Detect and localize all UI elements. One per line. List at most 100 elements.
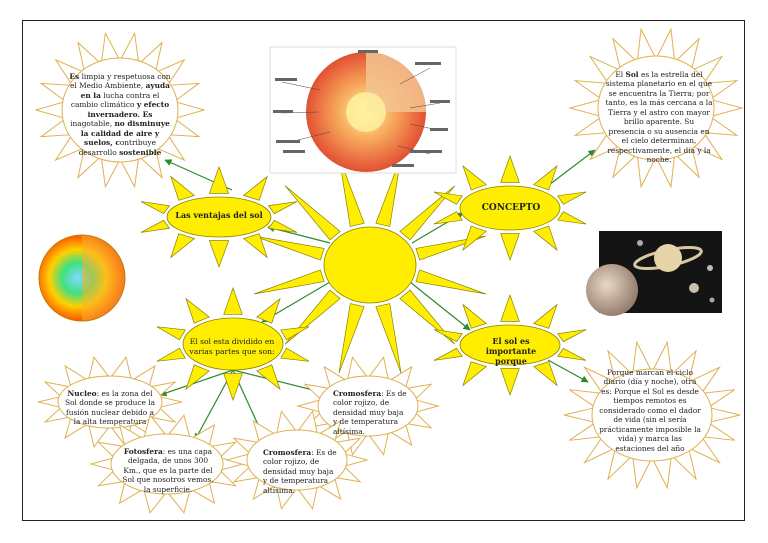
burst-oval — [597, 55, 715, 161]
ventajas-sun — [140, 165, 298, 269]
sun-ray — [557, 191, 587, 205]
burst-ray — [176, 101, 206, 119]
concept-suns — [140, 154, 587, 402]
ventajas-description: Es limpia y respetuosa con el Medio Ambi… — [68, 72, 172, 157]
sun-ray — [267, 201, 298, 215]
sun-ray — [208, 240, 230, 269]
sun-ray — [156, 326, 186, 341]
sun-ray — [338, 156, 365, 227]
ventajas-p4: lucha contra el cambio climático — [70, 90, 160, 110]
sun-ray — [415, 269, 487, 295]
nucleo-label: Nucleo — [67, 389, 97, 398]
sun-layers-image — [38, 234, 126, 322]
fotosfera-text: : es una capa delgada, de unos 300 Km., … — [122, 447, 214, 494]
burst-ray — [632, 340, 652, 372]
arrow-concepto-burst — [544, 149, 596, 189]
burst-oval — [246, 429, 348, 491]
sun-body — [459, 185, 561, 231]
concepto-burst — [568, 27, 744, 189]
burst-ray — [160, 396, 183, 408]
page-frame — [22, 20, 745, 521]
sun-ray — [462, 361, 487, 387]
cromosfera2-description: Cromosfera: Es de color rojizo, de densi… — [263, 448, 339, 495]
burst-ray — [710, 407, 741, 423]
sun-ray — [433, 211, 463, 225]
importante-burst — [563, 340, 741, 490]
burst-ray — [652, 458, 672, 490]
sun-ray — [185, 364, 210, 391]
ventajas-p3: ayuda en la — [80, 81, 170, 100]
sun-ray — [267, 219, 298, 233]
text-bursts — [34, 27, 744, 514]
arrow-to-nucleo — [159, 369, 234, 397]
sun-ray — [223, 373, 243, 402]
burst-ray — [88, 356, 110, 379]
sun-ray — [140, 219, 171, 233]
sun-ray — [284, 185, 341, 241]
burst-ray — [345, 453, 369, 467]
ventajas-p8: ontribuye desarrollo — [78, 138, 156, 157]
sun-cross-section-image — [269, 46, 457, 174]
burst-ray — [368, 432, 389, 456]
sun-ray — [375, 156, 402, 227]
sun-ray — [399, 185, 456, 241]
fotosfera-description: Fotosfera: es una capa delgada, de unos … — [121, 447, 215, 494]
sun-ray — [170, 175, 196, 201]
central-sun — [253, 156, 487, 374]
burst-ray — [296, 399, 320, 413]
sun-ray — [462, 164, 487, 191]
sun-ray — [185, 297, 210, 324]
ventajas-p7: no disminuye la calidad de aire y suelos… — [80, 119, 170, 148]
sun-ray — [533, 225, 558, 252]
burst-ray — [167, 490, 191, 514]
ventajas-p1: Es — [69, 72, 80, 81]
sun-ray — [375, 303, 402, 374]
sun-body — [166, 196, 272, 238]
fotosfera-burst — [89, 414, 245, 514]
burst-ray — [37, 396, 60, 408]
burst-ray — [712, 99, 744, 117]
burst-oval — [110, 433, 224, 495]
sun-ray — [500, 154, 520, 183]
burst-ray — [347, 356, 368, 380]
nucleo-description: Nucleo: es la zona del Sol donde se prod… — [65, 389, 155, 427]
burst-ray — [656, 27, 675, 60]
cromosfera2-label: Cromosfera — [263, 448, 312, 457]
importante-label: El sol es importante porque — [485, 336, 537, 367]
sun-ray — [500, 233, 520, 262]
sun-ray — [242, 175, 268, 201]
burst-ray — [120, 31, 139, 62]
sun-ray — [170, 233, 196, 259]
sun-ray — [433, 191, 463, 205]
sun-ray — [557, 347, 587, 361]
cromosfera-description: Cromosfera: Es de color rojizo, de densi… — [333, 389, 409, 436]
sun-ray — [533, 303, 558, 329]
sun-ray — [256, 364, 281, 391]
sun-ray — [280, 347, 310, 362]
concepto-label: CONCEPTO — [481, 203, 541, 213]
concepto-p1: El — [615, 70, 626, 79]
burst-ray — [297, 410, 318, 434]
sun-ray — [256, 297, 281, 324]
cromosfera2-text: : Es de color rojizo, de densidad muy ba… — [263, 448, 337, 495]
ventajas-label: Las ventajas del sol — [175, 210, 263, 220]
burst-ray — [276, 410, 297, 434]
arrow-to-importante — [409, 281, 471, 331]
ventajas-p6: inagotable, — [70, 119, 115, 129]
central-sun-body — [253, 156, 487, 374]
burst-ray — [143, 490, 167, 514]
concepto-p2: Sol — [625, 70, 639, 79]
concepto-sun — [433, 154, 587, 262]
cromosfera-text: : Es de color rojizo, de densidad muy ba… — [333, 389, 407, 436]
ventajas-p5: y efecto invernadero. Es — [87, 100, 170, 119]
sun-ray — [500, 293, 520, 322]
partes-sun — [156, 286, 310, 402]
burst-ray — [34, 101, 64, 119]
burst-ray — [89, 457, 113, 471]
burst-ray — [120, 158, 139, 189]
cromosfera-label: Cromosfera — [333, 389, 382, 398]
burst-ray — [101, 158, 120, 189]
burst-ray — [568, 99, 600, 117]
burst-oval — [61, 57, 179, 163]
